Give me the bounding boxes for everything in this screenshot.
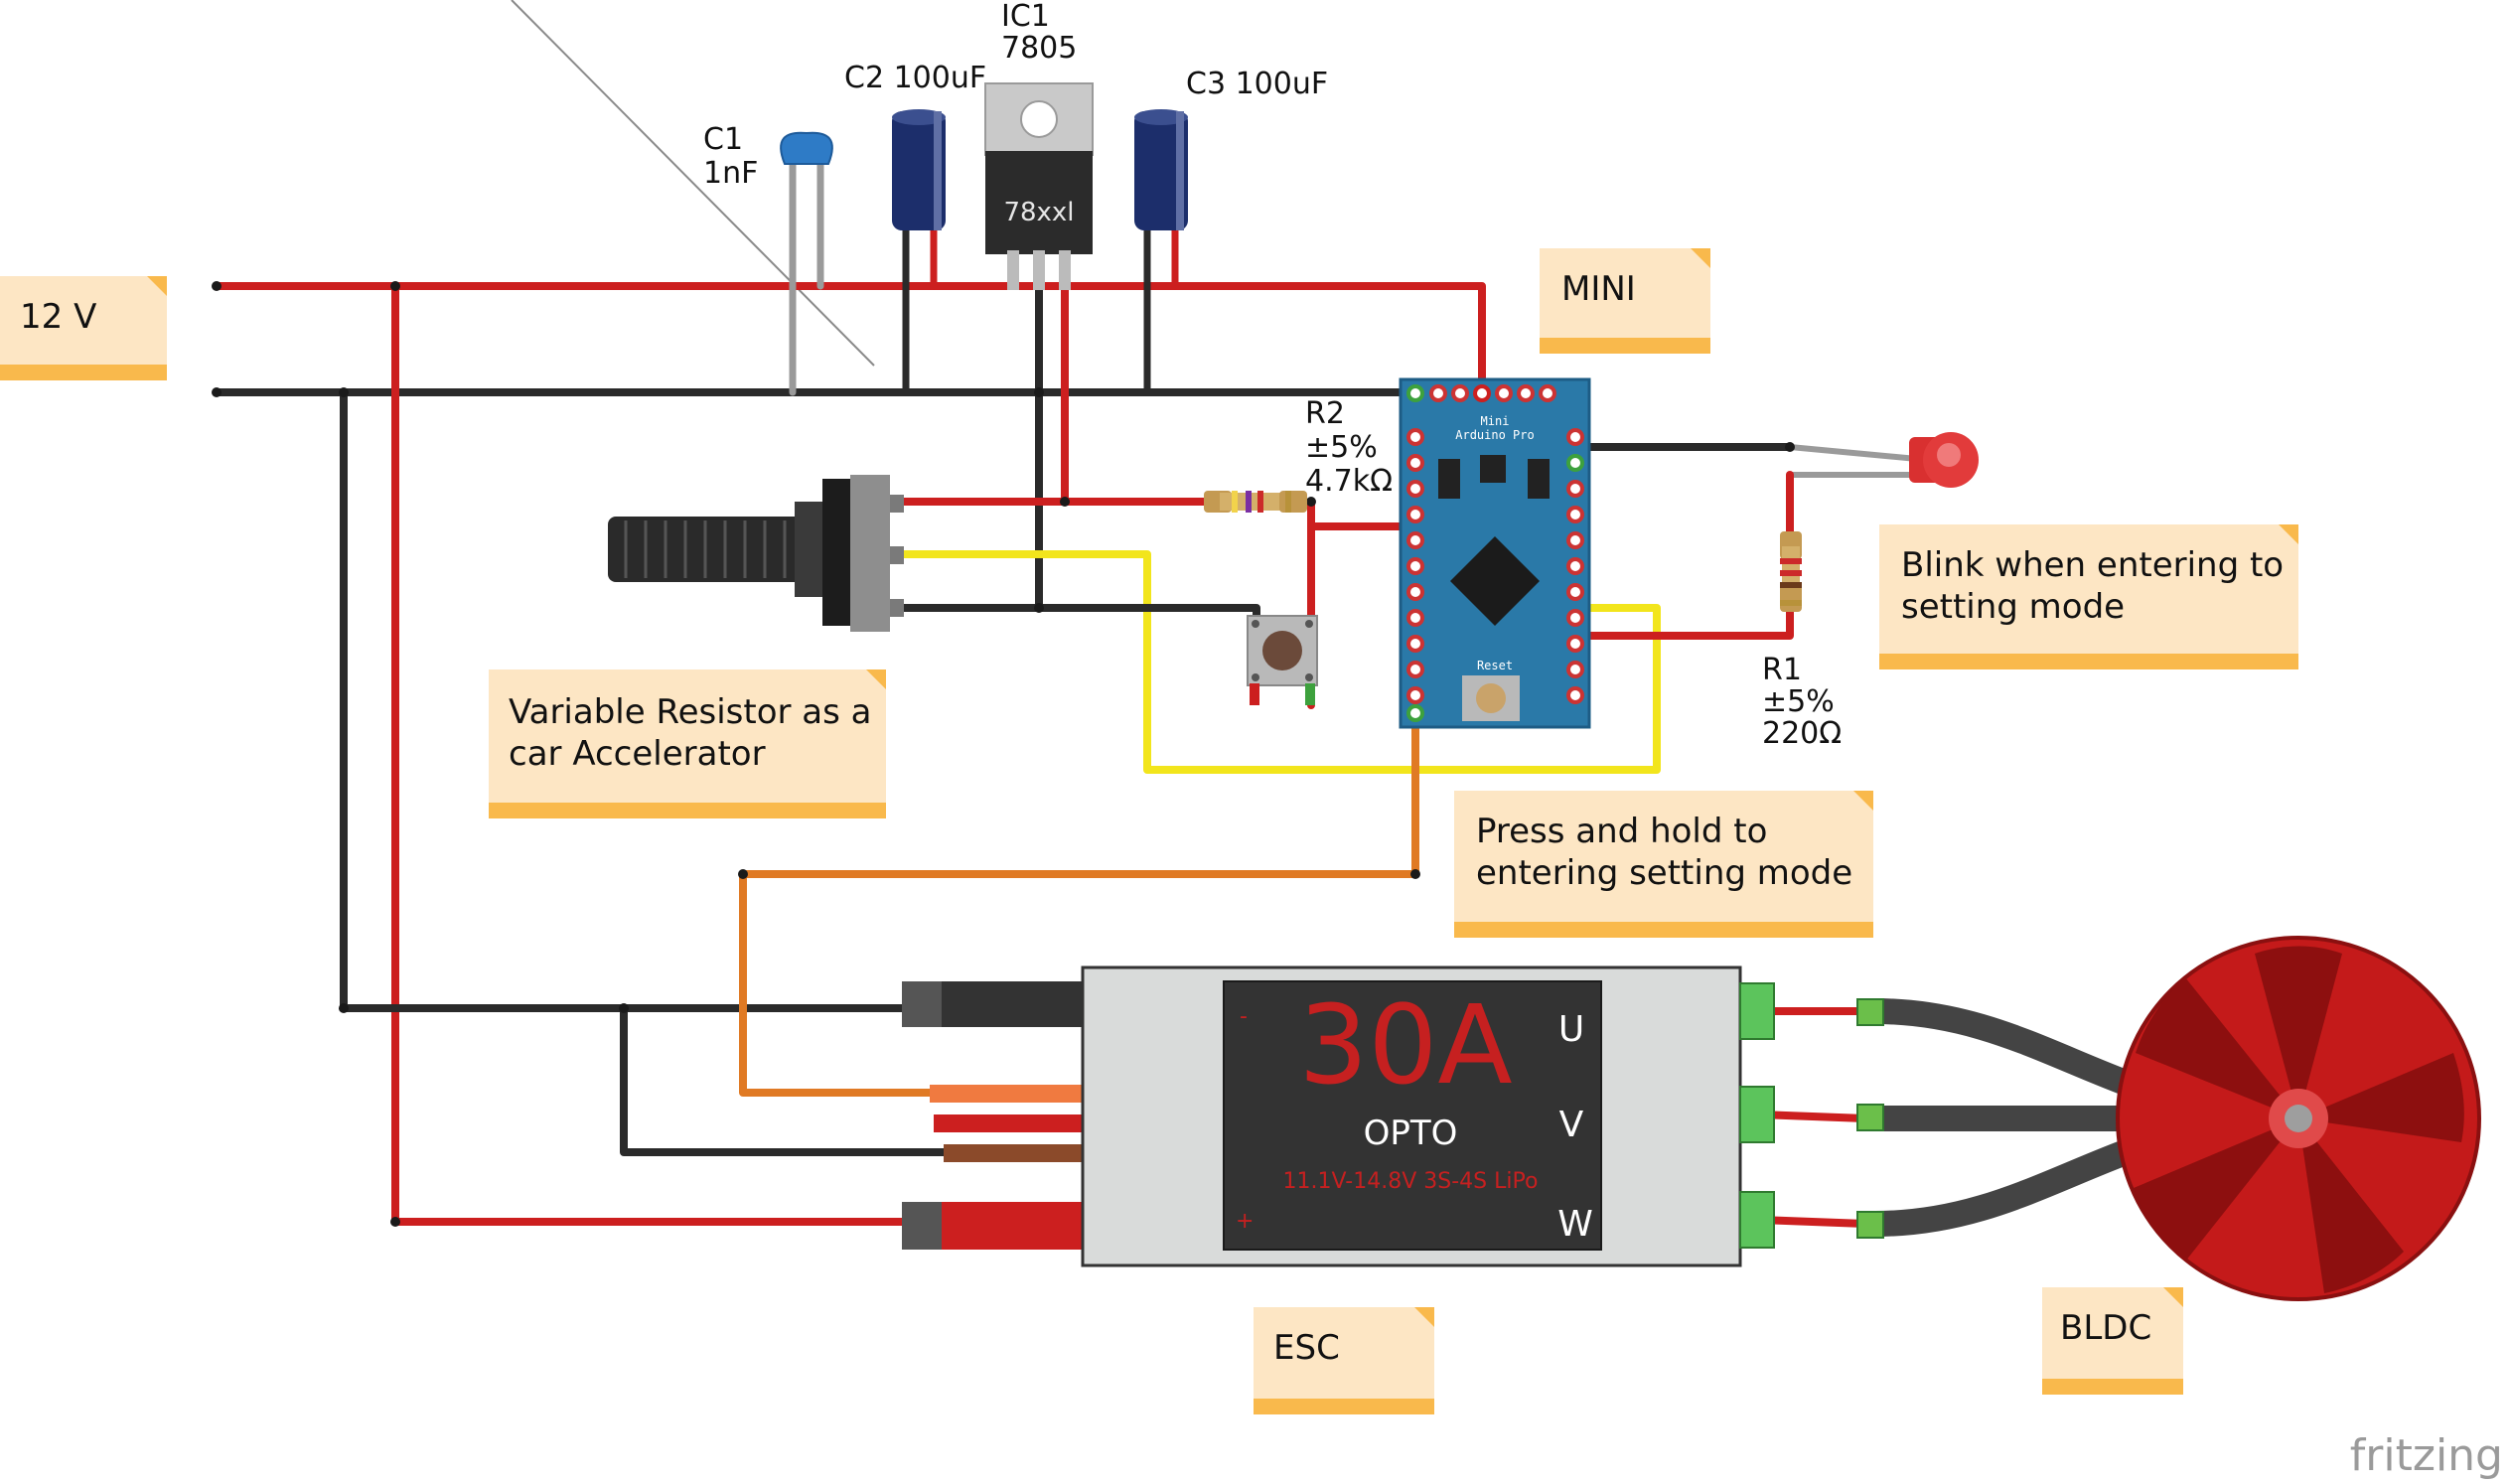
esc-rating: 30A [1298, 981, 1512, 1109]
note-press-hold-line2: entering setting mode [1476, 853, 1852, 893]
note-blink-line2: setting mode [1901, 587, 2125, 627]
note-bldc: BLDC [2042, 1287, 2183, 1395]
note-variable-resistor: Variable Resistor as a car Accelerator [489, 669, 886, 818]
r1-name: R1 [1762, 653, 1802, 687]
note-mini-text: MINI [1561, 269, 1636, 309]
wire-phase-v [1756, 1111, 1869, 1122]
c1-name: C1 [703, 122, 743, 157]
r2-name: R2 [1305, 396, 1345, 431]
ic1-body-text: 78xxl [1003, 198, 1074, 227]
ic1-name: IC1 [1001, 0, 1050, 34]
motor-cable-w [1862, 1139, 2139, 1237]
r1-value: 220Ω [1762, 716, 1842, 751]
note-esc: ESC [1254, 1307, 1434, 1414]
esc-plus: + [1236, 1209, 1254, 1234]
note-bldc-text: BLDC [2060, 1308, 2151, 1348]
led-leg-1 [1787, 444, 1920, 462]
push-button [1247, 615, 1318, 705]
resistor-r1: R1 ±5% 220Ω [1762, 531, 1842, 751]
note-esc-text: ESC [1273, 1328, 1340, 1368]
r2-tolerance: ±5% [1305, 430, 1378, 465]
potentiometer [608, 475, 904, 632]
capacitor-c1: C1 1nF [703, 122, 833, 191]
ic1-value: 7805 [1001, 31, 1077, 66]
note-variable-resistor-line1: Variable Resistor as a [509, 692, 871, 732]
c3-label: C3 100uF [1186, 67, 1328, 101]
note-blink-line1: Blink when entering to [1901, 545, 2284, 585]
note-blink: Blink when entering to setting mode [1879, 524, 2298, 669]
bldc-motor [2116, 936, 2481, 1301]
note-supply-text: 12 V [20, 297, 96, 337]
note-press-hold-line1: Press and hold to [1476, 812, 1767, 851]
note-supply: 12 V [0, 276, 167, 380]
wires [213, 155, 2139, 1237]
arduino-pro-mini: Mini Arduino Pro Reset [1399, 377, 1591, 729]
wire-pot-wiper [900, 550, 1661, 774]
wire-phase-w [1756, 1216, 1869, 1228]
arduino-line1: Mini [1481, 414, 1510, 428]
esc-phase-v: V [1559, 1105, 1584, 1145]
c2-label: C2 100uF [844, 61, 986, 95]
junction-dots [212, 281, 1795, 1227]
esc-30a: 30A OPTO 11.1V-14.8V 3S-4S LiPo U V W - … [902, 965, 1884, 1267]
note-mini: MINI [1540, 248, 1710, 354]
esc-spec: 11.1V-14.8V 3S-4S LiPo [1283, 1169, 1539, 1194]
capacitor-c2: C2 100uF [844, 61, 986, 230]
regulator-ic1: 78xxl IC1 7805 [984, 0, 1094, 290]
c1-value: 1nF [703, 156, 758, 191]
r1-tolerance: ±5% [1762, 684, 1835, 719]
fritzing-watermark: fritzing [2350, 1430, 2503, 1481]
note-variable-resistor-line2: car Accelerator [509, 734, 766, 774]
arduino-reset-label: Reset [1477, 659, 1513, 672]
esc-minus: - [1240, 1004, 1248, 1029]
esc-phase-w: W [1557, 1204, 1593, 1245]
wire-gnd-to-esc-signal [620, 1004, 960, 1156]
arduino-line2: Arduino Pro [1455, 428, 1534, 442]
wire-12v-rail [213, 282, 1486, 393]
esc-phase-u: U [1558, 1009, 1584, 1050]
led-red [1909, 432, 1979, 488]
esc-type: OPTO [1364, 1113, 1458, 1153]
note-press-hold: Press and hold to entering setting mode [1454, 791, 1873, 938]
diagonal-guide-line [511, 0, 875, 367]
wire-pot-gnd [900, 604, 1260, 640]
capacitor-c3: C3 100uF [1134, 67, 1328, 230]
r2-value: 4.7kΩ [1305, 464, 1393, 499]
motor-cable-u [1862, 998, 2139, 1096]
resistor-r2: R2 ±5% 4.7kΩ [1204, 396, 1393, 513]
wire-r1-pin13 [1575, 607, 1794, 640]
